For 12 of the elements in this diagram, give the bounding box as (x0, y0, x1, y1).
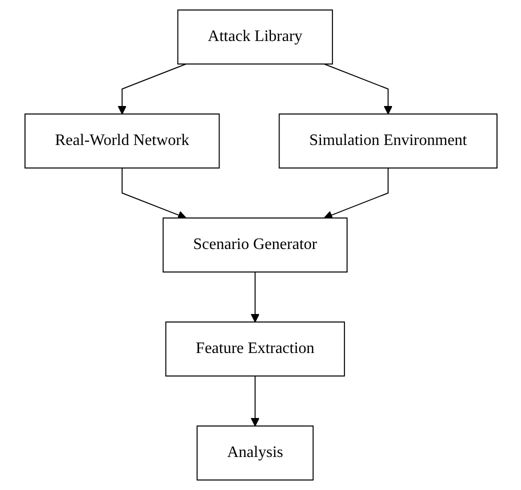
arrow (250, 376, 260, 426)
node-box: Attack Library (176, 10, 332, 64)
arrow (323, 168, 388, 220)
node-box: Feature Extraction (164, 322, 344, 376)
node-box: Simulation Environment (278, 114, 497, 168)
node-box: Analysis (196, 426, 314, 480)
node-box: Real-World Network (24, 114, 220, 168)
arrow (121, 168, 186, 220)
arrow (323, 64, 392, 114)
node-box: Scenario Generator (162, 218, 348, 272)
arrow (250, 272, 260, 322)
arrow (117, 64, 186, 114)
